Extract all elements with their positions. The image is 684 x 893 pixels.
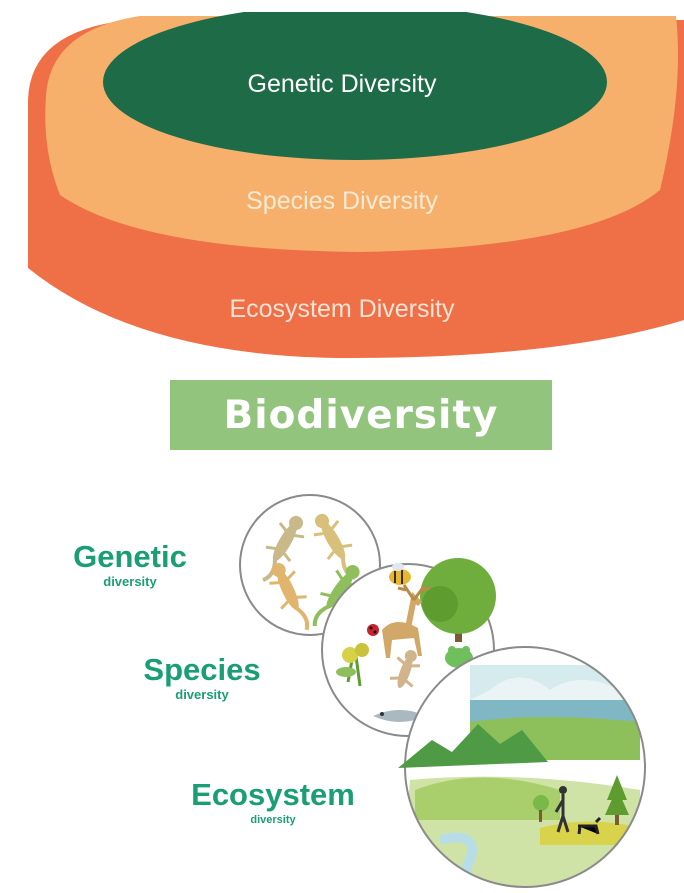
genetic-diversity-label: Genetic Diversity [247,70,437,98]
genetic-level-label: Genetic diversity [60,540,200,590]
ladybug-icon [367,624,379,636]
species-level-label: Species diversity [128,653,276,703]
tree-icon [420,558,496,642]
ecosystem-level-label: Ecosystem diversity [178,778,368,828]
deer-icon [382,584,431,658]
tree-icon [533,775,629,825]
level-sub: diversity [250,814,296,826]
level-name: Species [143,652,261,687]
level-sub: diversity [175,687,229,702]
species-diversity-label: Species Diversity [246,187,438,215]
lake [470,700,640,722]
salamander-icon [269,563,310,631]
ecosystem-diversity-label: Ecosystem Diversity [229,295,455,323]
biodiversity-banner: Biodiversity [170,380,552,450]
banner-title: Biodiversity [223,393,499,438]
plant-icon [336,643,369,687]
genetic-layer [103,4,607,160]
walker-with-dog-icon [554,786,602,835]
salamander-icon [389,650,421,689]
bee-icon [389,563,411,585]
level-name: Genetic [73,539,187,574]
level-sub: diversity [103,574,157,589]
fish-icon [373,708,436,724]
salamander-icon [262,515,305,582]
mountains [398,724,548,768]
level-name: Ecosystem [191,777,355,812]
